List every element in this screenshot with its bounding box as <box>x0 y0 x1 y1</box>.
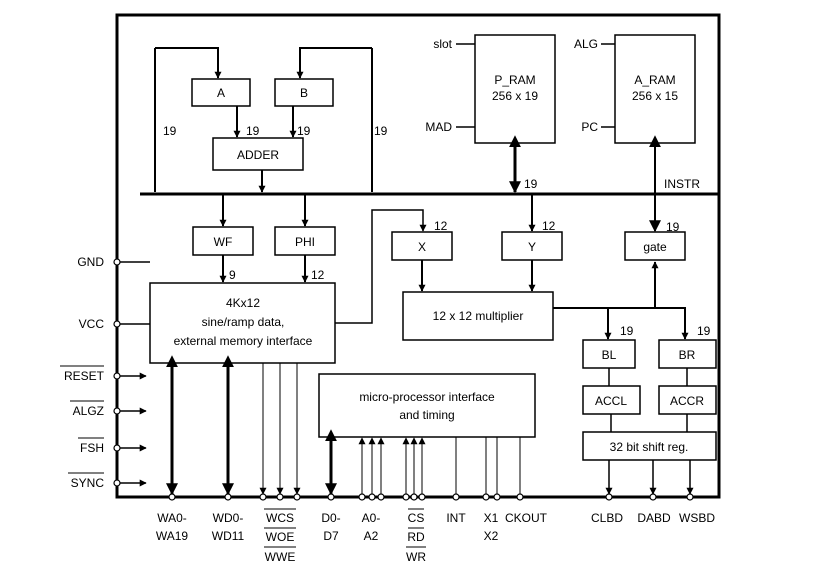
pin-ckout: CKOUT <box>505 511 548 525</box>
pin-a-1: A0- <box>362 511 381 525</box>
left-pin-circles <box>113 258 121 487</box>
block-adder: ADDER <box>212 137 304 171</box>
width-phi-out: 12 <box>311 268 325 282</box>
block-p-ram: P_RAM 256 x 19 <box>474 34 556 144</box>
block-br-label: BR <box>679 348 696 362</box>
memory-line-2: sine/ramp data, <box>202 315 285 329</box>
pin-cs: CS <box>408 511 425 525</box>
pin-dabd: DABD <box>637 511 671 525</box>
p-ram-size: 256 x 19 <box>492 89 538 103</box>
pin-sync: SYNC <box>71 476 105 490</box>
a-ram-size: 256 x 15 <box>632 89 678 103</box>
block-bl: BL <box>582 339 636 369</box>
block-phi-label: PHI <box>295 235 315 249</box>
bottom-pin-circles <box>168 493 694 501</box>
adder-loop <box>154 47 373 193</box>
pin-wa-2: WA19 <box>156 529 189 543</box>
pin-wr: WR <box>406 550 426 564</box>
width-gate-in: 19 <box>666 220 680 234</box>
block-phi: PHI <box>274 226 336 256</box>
pin-d-2: D7 <box>323 529 339 543</box>
pin-wd-1: WD0- <box>213 511 244 525</box>
a-ram-title: A_RAM <box>634 73 675 87</box>
width-adder-in-a: 19 <box>246 124 260 138</box>
block-adder-label: ADDER <box>237 148 279 162</box>
pin-wwe: WWE <box>265 550 296 564</box>
pin-reset: RESET <box>64 369 105 383</box>
left-pin-lines <box>117 261 150 487</box>
width-x-in: 12 <box>434 219 448 233</box>
alg-label: ALG <box>574 37 598 51</box>
memory-line-1: 4Kx12 <box>226 296 260 310</box>
pin-woe: WOE <box>266 530 295 544</box>
block-wf-label: WF <box>214 235 233 249</box>
pin-x1: X1 <box>484 511 499 525</box>
width-adder-in-b: 19 <box>297 124 311 138</box>
active-low-overlines-left <box>60 365 104 474</box>
pin-int: INT <box>446 511 466 525</box>
block-x-label: X <box>418 240 426 254</box>
shift-register-label: 32 bit shift reg. <box>610 440 689 454</box>
width-br-in: 19 <box>697 324 711 338</box>
mad-label: MAD <box>425 120 452 134</box>
pin-x2: X2 <box>484 529 499 543</box>
pin-fsh: FSH <box>80 441 104 455</box>
block-multiplier: 12 x 12 multiplier <box>402 291 554 341</box>
width-y-in: 12 <box>542 219 556 233</box>
block-accl: ACCL <box>582 385 641 415</box>
pin-wa-1: WA0- <box>157 511 187 525</box>
memory-to-x-path <box>335 209 427 324</box>
pin-wcs: WCS <box>266 511 294 525</box>
pin-algz: ALGZ <box>73 404 104 418</box>
pin-gnd: GND <box>77 255 104 269</box>
block-accr-label: ACCR <box>670 394 704 408</box>
pin-d-1: D0- <box>321 511 340 525</box>
pc-label: PC <box>581 120 598 134</box>
block-gate: gate <box>624 231 686 261</box>
block-gate-label: gate <box>643 240 667 254</box>
block-br: BR <box>658 339 717 369</box>
pin-vcc: VCC <box>79 317 105 331</box>
pin-rd: RD <box>407 530 425 544</box>
block-wf: WF <box>192 226 254 256</box>
width-adder-loop-right: 19 <box>374 124 388 138</box>
active-low-overlines-bottom <box>264 508 426 548</box>
mpu-line-1: micro-processor interface <box>359 390 495 404</box>
block-bl-label: BL <box>602 348 617 362</box>
block-y-label: Y <box>528 240 536 254</box>
chip-outline <box>115 13 721 499</box>
memory-line-3: external memory interface <box>174 334 313 348</box>
pin-wd-2: WD11 <box>212 529 245 543</box>
p-ram-title: P_RAM <box>494 73 535 87</box>
width-adder-loop-left: 19 <box>163 124 177 138</box>
block-x: X <box>391 231 453 261</box>
block-a-label: A <box>217 86 225 100</box>
pin-clbd: CLBD <box>591 511 623 525</box>
pin-wsbd: WSBD <box>679 511 715 525</box>
block-shift-register: 32 bit shift reg. <box>582 431 717 461</box>
block-b: B <box>274 78 334 107</box>
mpu-line-2: and timing <box>399 408 454 422</box>
block-a-ram: A_RAM 256 x 15 <box>614 34 696 144</box>
block-accl-label: ACCL <box>595 394 627 408</box>
block-y: Y <box>501 231 563 261</box>
width-bl-in: 19 <box>620 324 634 338</box>
pin-a-2: A2 <box>364 529 379 543</box>
width-pram-bus: 19 <box>524 177 538 191</box>
block-memory-interface: 4Kx12 sine/ramp data, external memory in… <box>149 282 336 364</box>
instr-label: INSTR <box>664 177 700 191</box>
multiplier-label: 12 x 12 multiplier <box>433 309 524 323</box>
block-a: A <box>191 78 251 107</box>
block-accr: ACCR <box>658 385 717 415</box>
width-wf-out: 9 <box>229 268 236 282</box>
block-b-label: B <box>300 86 308 100</box>
block-mpu-interface: micro-processor interface and timing <box>318 373 536 438</box>
slot-label: slot <box>433 37 452 51</box>
